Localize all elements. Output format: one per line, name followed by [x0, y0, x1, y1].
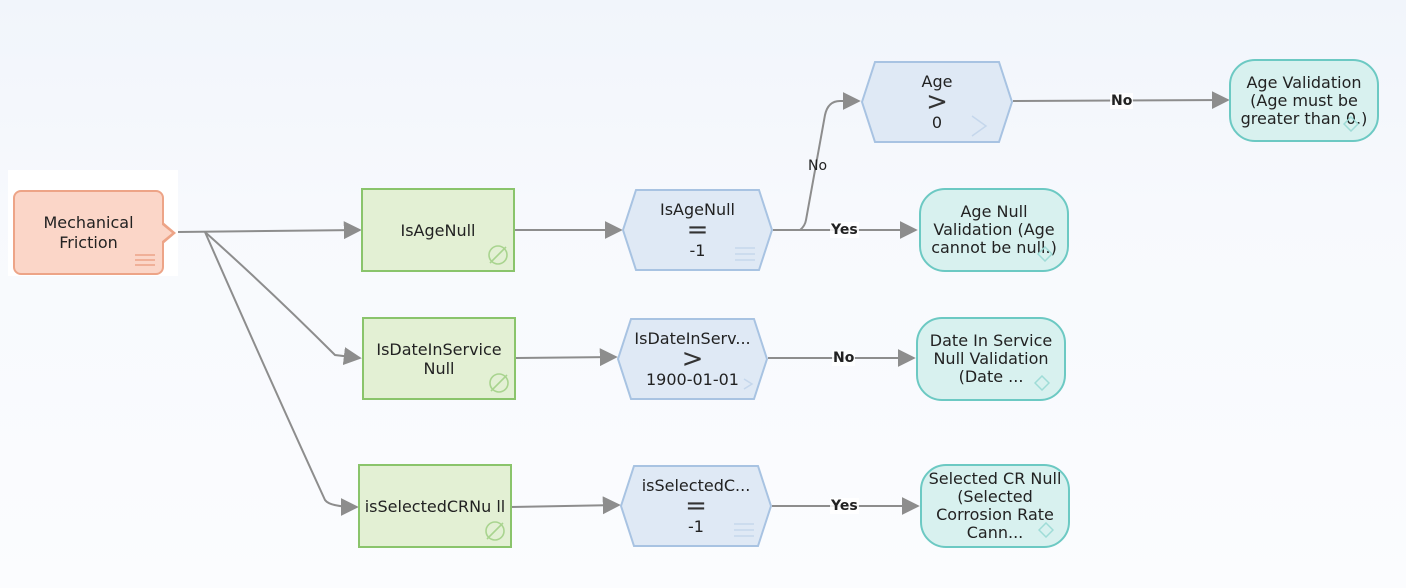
condition-node-age[interactable]: Age > 0	[860, 60, 1014, 144]
condition-node-isagenull[interactable]: IsAgeNull = -1	[621, 188, 774, 272]
edge-label-no: No	[1110, 93, 1134, 109]
condition-operator: =	[686, 215, 709, 245]
null-icon	[489, 373, 509, 393]
edge-isagenull-cond-to-age	[773, 92, 861, 231]
result-node-age-validation[interactable]: Age Validation (Age must be greater than…	[1229, 59, 1379, 142]
null-icon	[488, 245, 508, 265]
condition-label: IsAgeNull	[660, 200, 735, 219]
condition-value: -1	[689, 241, 706, 260]
edge-start-to-isagenull	[177, 221, 362, 240]
condition-shape	[616, 318, 769, 400]
condition-label: Age	[921, 72, 953, 91]
condition-operator: >	[926, 87, 948, 117]
condition-content: IsAgeNull = -1	[621, 188, 774, 272]
action-node-label: isSelectedCRNu ll	[364, 496, 506, 516]
start-node-mechanical-friction[interactable]: Mechanical Friction	[13, 190, 164, 275]
edge-isdate-to-condition	[515, 348, 618, 367]
condition-shape	[860, 61, 1014, 143]
menu-lines-icon	[734, 523, 754, 537]
condition-value: -1	[688, 517, 704, 536]
condition-shape	[621, 189, 774, 271]
start-node-label: Mechanical Friction	[43, 212, 134, 252]
edge-iscr-to-condition	[510, 496, 621, 515]
edge-label-no: No	[808, 158, 828, 174]
condition-value: 1900-01-01	[646, 370, 739, 389]
diamond-icon	[1037, 246, 1053, 262]
result-label: Date In Service Null Validation (Date ..…	[929, 331, 1053, 386]
start-node-pointer-fill	[161, 224, 172, 242]
result-label: Age Validation (Age must be greater than…	[1240, 72, 1368, 128]
condition-operator: >	[681, 344, 704, 374]
condition-label: IsDateInServ...	[634, 329, 751, 348]
diamond-icon	[1343, 116, 1359, 132]
result-node-selected-cr-null[interactable]: Selected CR Null (Selected Corrosion Rat…	[920, 464, 1070, 548]
action-node-label: IsDateInService Null	[376, 339, 502, 378]
action-node-isagenull[interactable]: IsAgeNull	[361, 188, 515, 272]
result-label: Age Null Validation (Age cannot be null.…	[931, 202, 1057, 257]
result-node-age-null-validation[interactable]: Age Null Validation (Age cannot be null.…	[919, 188, 1069, 272]
action-node-isselectedcrnull[interactable]: isSelectedCRNu ll	[358, 464, 512, 548]
action-node-label: IsAgeNull	[400, 220, 476, 240]
condition-shape	[619, 465, 773, 547]
chevron-right-icon	[971, 115, 988, 137]
chevron-right-icon	[743, 378, 754, 390]
condition-node-isselectedcr[interactable]: isSelectedC... = -1	[619, 464, 773, 548]
edge-label-yes: Yes	[830, 498, 859, 514]
edge-label-no: No	[832, 350, 856, 366]
condition-content: Age > 0	[860, 60, 1014, 144]
condition-content: IsDateInServ... > 1900-01-01	[616, 317, 769, 401]
menu-lines-icon	[735, 247, 755, 261]
action-node-isdateinservicenull[interactable]: IsDateInService Null	[362, 317, 516, 400]
diamond-icon	[1034, 375, 1050, 391]
diamond-icon	[1038, 522, 1054, 538]
condition-label: isSelectedC...	[641, 476, 751, 495]
edge-start-to-isselectedcrnull	[204, 231, 359, 516]
condition-content: isSelectedC... = -1	[619, 464, 773, 548]
result-label: Selected CR Null (Selected Corrosion Rat…	[928, 469, 1062, 542]
condition-node-isdateinservice[interactable]: IsDateInServ... > 1900-01-01	[616, 317, 769, 401]
edge-start-to-isdateinservicenull	[204, 231, 362, 366]
null-icon	[485, 521, 505, 541]
result-node-date-in-service-null-validation[interactable]: Date In Service Null Validation (Date ..…	[916, 317, 1066, 401]
condition-value: 0	[931, 113, 943, 132]
condition-operator: =	[685, 491, 707, 521]
edge-label-yes: Yes	[830, 222, 859, 238]
menu-lines-icon	[135, 254, 155, 266]
